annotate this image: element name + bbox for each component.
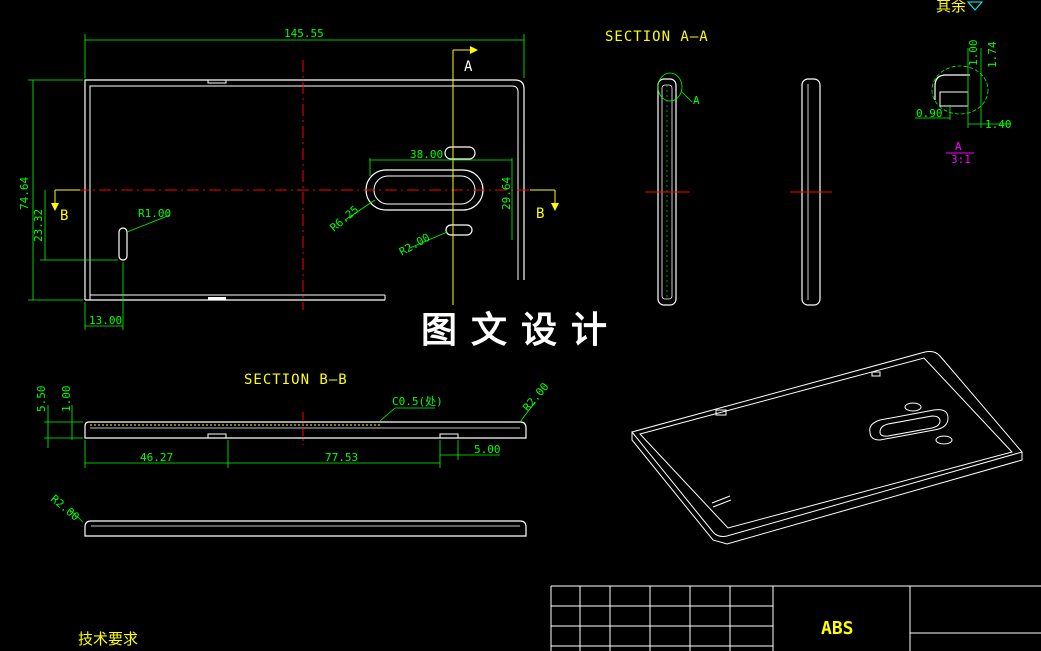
detail-callout-a: A (693, 94, 700, 107)
front-dimensions (28, 34, 525, 330)
detail-scale-label: 3:1 (951, 153, 971, 166)
section-a-a-title: SECTION A—A (605, 29, 709, 45)
dim-chamfer: C0.5(处) (392, 395, 443, 408)
dim-slot-offset-y: 23.32 (32, 209, 45, 242)
dim-slot-offset-x: 13.00 (89, 314, 122, 327)
dim-corner-radius: R2.00 (520, 380, 551, 414)
detail-dim-2: 1.74 (986, 41, 999, 68)
front-dimension-labels: 145.55 74.64 23.32 13.00 38.00 29.64 R1.… (18, 27, 513, 327)
dim-overall-height: 74.64 (18, 177, 31, 210)
side-view: R2.00 (48, 492, 527, 537)
cut-label-a: A (464, 59, 473, 75)
detail-ref-label: A (955, 140, 962, 153)
dim-overall-width: 145.55 (284, 27, 324, 40)
dim-right-len: 77.53 (325, 451, 358, 464)
section-b-dimensions (44, 401, 536, 468)
dim-slot-radius: R1.00 (138, 207, 171, 220)
front-view: A B B (51, 46, 559, 310)
title-block (550, 585, 1041, 651)
isometric-view (631, 351, 1023, 545)
dim-height-total: 5.50 (35, 386, 48, 413)
dim-left-len: 46.27 (140, 451, 173, 464)
dim-slot-height: 29.64 (500, 177, 513, 210)
detail-dim-4: 1.40 (985, 118, 1012, 131)
section-b-b: SECTION B—B (84, 372, 527, 445)
section-a-a: SECTION A—A A (605, 29, 832, 306)
dim-wall: 1.00 (60, 386, 73, 413)
surface-note: 其余 (936, 0, 966, 15)
cut-label-b-right: B (536, 206, 545, 222)
dim-cam-radius: R6.25 (328, 203, 362, 234)
dim-hole-spacing: 38.00 (410, 148, 443, 161)
dim-hole-radius: R2.00 (397, 231, 432, 259)
section-b-b-title: SECTION B—B (244, 372, 348, 388)
cut-label-b-left: B (60, 208, 69, 224)
section-b-labels: 5.50 1.00 C0.5(处) R2.00 46.27 77.53 5.00 (35, 380, 552, 464)
watermark-text: 图文设计 (421, 309, 621, 351)
tech-requirements-title: 技术要求 (78, 630, 138, 648)
dim-tab-len: 5.00 (474, 443, 501, 456)
detail-a: 其余 1.00 1.74 0.90 1.40 A 3:1 (915, 0, 1012, 166)
dim-edge-radius: R2.00 (48, 492, 82, 523)
detail-dim-3: 0.90 (916, 107, 943, 120)
detail-dim-1: 1.00 (967, 40, 980, 67)
material-label: ABS (821, 618, 854, 639)
